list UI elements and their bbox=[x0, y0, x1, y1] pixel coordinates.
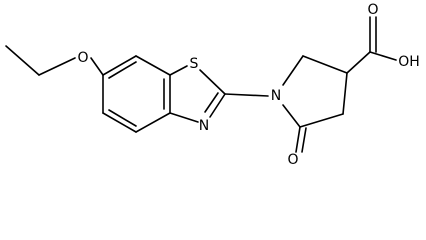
bond-lactam-c-o-double bbox=[301, 127, 307, 153]
bond-ch2-ch bbox=[302, 55, 348, 74]
bond-benzene-4 bbox=[135, 112, 171, 133]
pyrrolidine-nitrogen-label: N bbox=[271, 88, 281, 104]
bond-c2-n-pyrrolidine bbox=[224, 93, 269, 97]
bond-benzene-1 bbox=[102, 55, 137, 76]
thiazole-sulfur-label: S bbox=[190, 56, 199, 72]
bond-benzene-1-inner bbox=[108, 61, 137, 79]
bond-n-ch2 bbox=[282, 55, 304, 86]
bond-benzene-5 bbox=[102, 112, 137, 133]
bond-ch-cooh bbox=[346, 51, 371, 74]
bond-benzene-2 bbox=[135, 55, 171, 76]
bond-ch2-co bbox=[299, 113, 344, 128]
bonds bbox=[5, 16, 397, 153]
bond-c7a-s bbox=[169, 65, 188, 76]
bond-s-c2 bbox=[199, 69, 226, 95]
ether-oxygen-label: O bbox=[77, 50, 88, 66]
carbonyl-oxygen-label: O bbox=[287, 152, 298, 168]
carboxylic-oh-label: OH bbox=[398, 54, 420, 70]
bond-benzene-5-inner bbox=[108, 109, 137, 127]
thiazole-nitrogen-label: N bbox=[199, 118, 209, 134]
bond-cooh-c-oh bbox=[369, 51, 397, 61]
bond-co-n bbox=[282, 104, 301, 128]
bond-o-aryl bbox=[90, 57, 104, 76]
bond-ethyl-ch3-ch2 bbox=[5, 45, 40, 76]
atom-labels: O S N N O OH O bbox=[77, 2, 419, 168]
molecule-structure: O S N N O OH O bbox=[5, 2, 420, 168]
acid-carbonyl-oxygen-label: O bbox=[367, 2, 378, 18]
bond-lactam-c-o bbox=[295, 126, 301, 153]
bond-ethyl-ch2-o bbox=[38, 57, 76, 76]
bond-n-c2 bbox=[209, 93, 226, 118]
bond-ch-ch2 bbox=[342, 72, 348, 115]
bond-c3a-n bbox=[169, 112, 199, 123]
bond-n-c2-double bbox=[204, 92, 219, 113]
